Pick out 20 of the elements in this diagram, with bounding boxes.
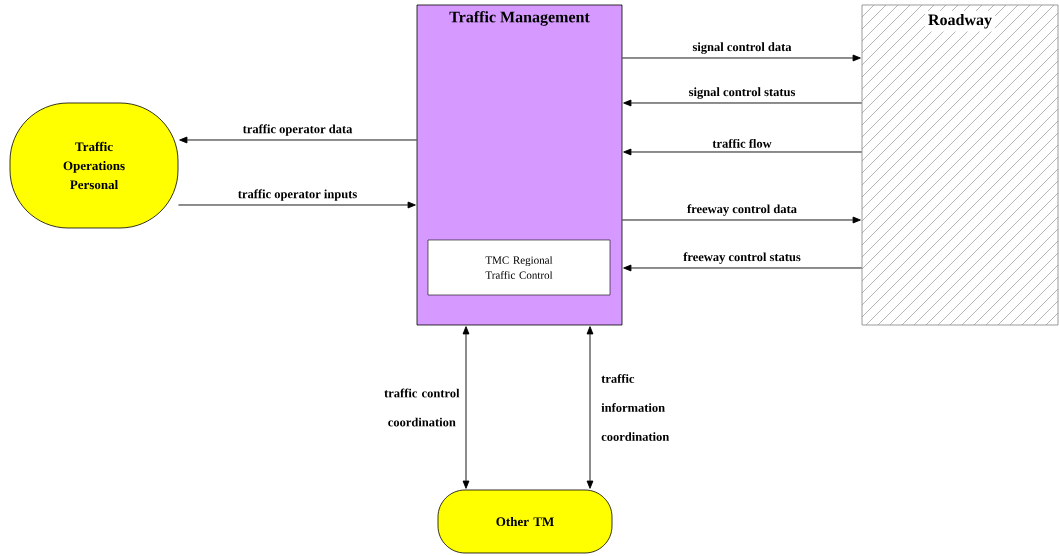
arrow [586, 326, 594, 489]
arrow [462, 326, 470, 489]
arrow [621, 54, 861, 62]
edge-label: freeway control data [687, 204, 797, 216]
process-box: TMC Regional Traffic Control [427, 239, 611, 296]
arrow [623, 264, 863, 272]
arrow [179, 136, 418, 144]
arrow [623, 99, 863, 107]
edge-label: signal control data [692, 42, 792, 54]
edge-label: traffic operator inputs [238, 189, 357, 201]
external-block: Roadway [861, 4, 1059, 326]
edge-label: freeway control status [683, 252, 801, 264]
edge-label: traffic information coordination [601, 374, 670, 441]
arrow [177, 201, 416, 209]
arrow [623, 148, 863, 156]
edge-label: traffic control coordination [384, 388, 460, 427]
edge-label: traffic operator data [242, 124, 353, 136]
edge-label: signal control status [689, 87, 796, 99]
edge-label: traffic flow [712, 138, 772, 148]
arrow [621, 216, 861, 224]
